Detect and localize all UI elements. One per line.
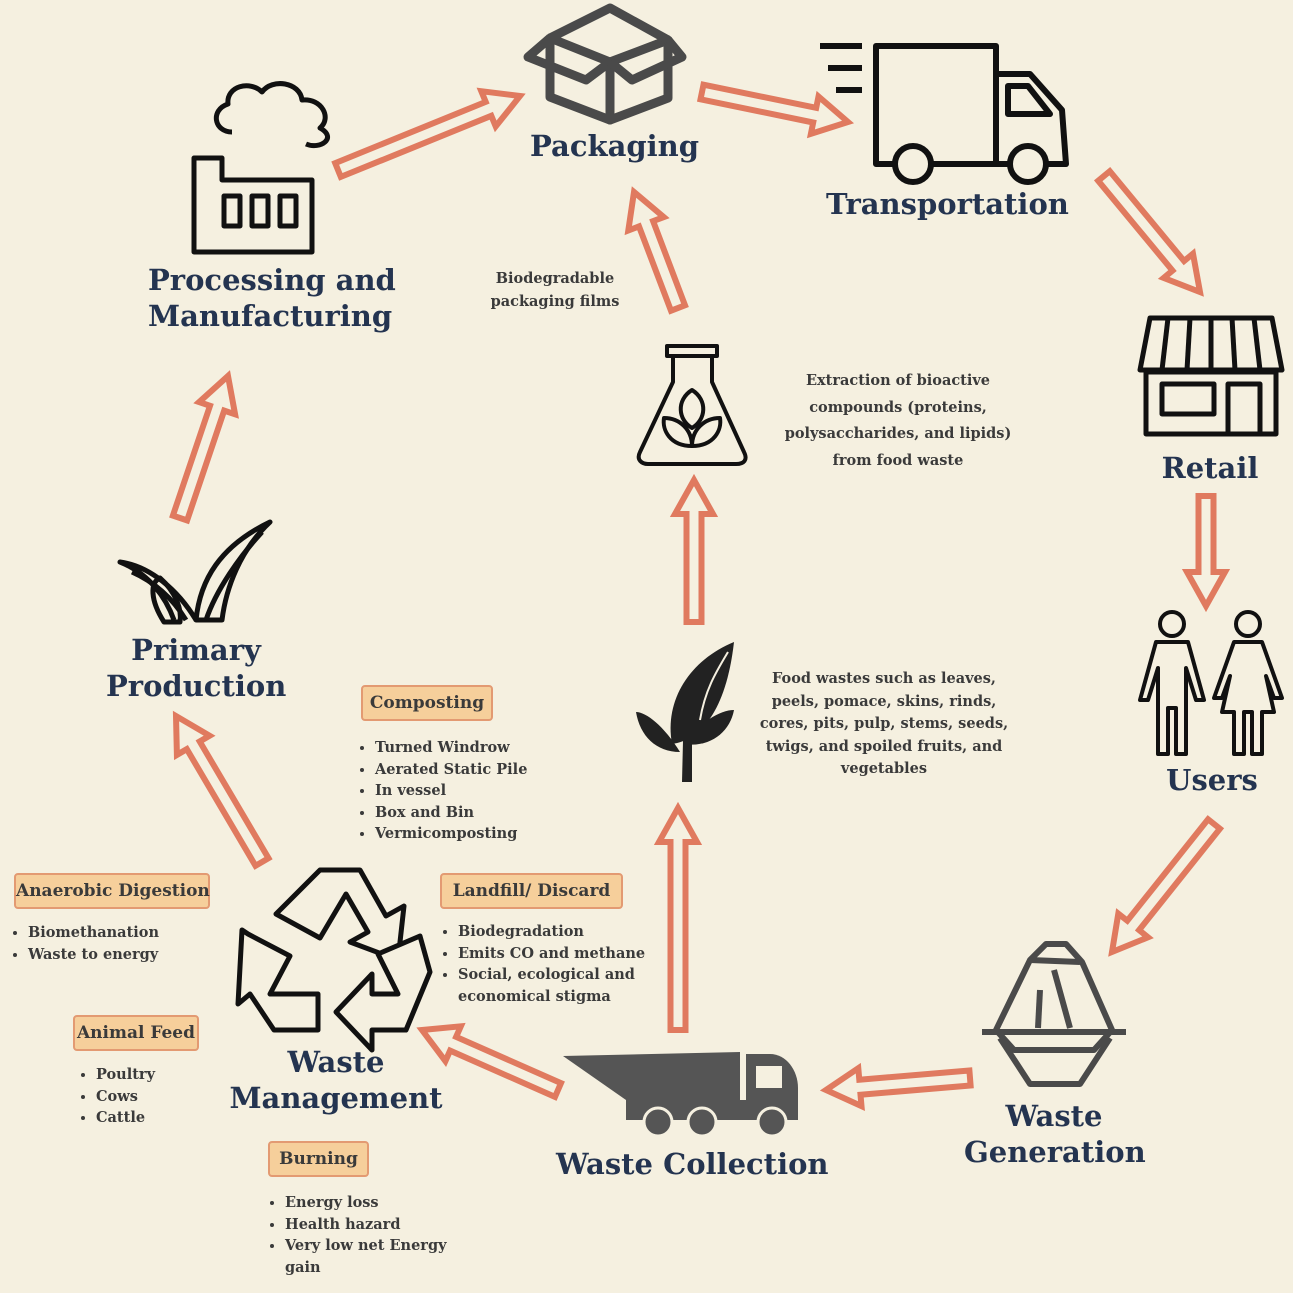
arrow-generation-to-collection (819, 1062, 974, 1111)
note-line: Biodegradable (495, 270, 615, 287)
stage-users: Users (1152, 762, 1272, 798)
leaf-icon (636, 642, 734, 782)
landfill-list: Biodegradation Emits CO and methane Soci… (437, 921, 658, 1007)
stage-label: Transportation (826, 187, 1069, 221)
burning-box: Burning (268, 1141, 369, 1177)
note-line: from food waste (832, 451, 964, 469)
list-item: Social, ecological and economical stigma (458, 964, 658, 1007)
animal-feed-list: Poultry Cows Cattle (75, 1064, 256, 1129)
list-item: Turned Windrow (375, 737, 575, 759)
arrow-packaging-to-transport (696, 81, 855, 139)
factory-icon (191, 81, 330, 255)
stage-retail: Retail (1150, 450, 1270, 486)
arrow-collection-to-management (416, 1022, 565, 1101)
stage-label: Users (1166, 763, 1258, 797)
note-food-wastes: Food wastes such as leaves, peels, pomac… (756, 668, 1012, 781)
stage-label-line: Waste (287, 1045, 385, 1079)
list-item: Vermicomposting (375, 823, 575, 845)
stage-label-line: Manufacturing (148, 299, 393, 334)
arrow-primary-to-processing (169, 370, 239, 525)
arrow-users-to-generation (1108, 815, 1225, 957)
note-extraction: Extraction of bioactive compounds (prote… (770, 368, 1026, 474)
stage-primary-production: Primary Production (106, 632, 286, 705)
arrow-transport-to-retail (1093, 166, 1204, 297)
list-item: Very low net Energy gain (285, 1235, 471, 1278)
store-icon (1137, 315, 1285, 437)
list-item: Emits CO and methane (458, 943, 658, 965)
list-item: Biodegradation (458, 921, 658, 943)
list-item: Health hazard (285, 1214, 471, 1236)
list-item: Aerated Static Pile (375, 759, 575, 781)
stage-transportation: Transportation (826, 186, 1069, 222)
stage-label: Packaging (530, 129, 700, 163)
stage-label-line: Management (229, 1081, 443, 1116)
list-item: Cows (96, 1086, 256, 1108)
list-item: Waste to energy (28, 944, 228, 966)
list-item: Box and Bin (375, 802, 575, 824)
note-biodegradable-films: Biodegradable packaging films (470, 267, 640, 313)
note-line: Food wastes such as leaves, (772, 670, 996, 687)
burning-list: Energy loss Health hazard Very low net E… (264, 1192, 471, 1278)
flow-arrows (169, 81, 1231, 1111)
composting-box: Composting (361, 685, 493, 721)
arrow-retail-to-users (1181, 493, 1231, 613)
arrow-flask-to-packaging (624, 186, 689, 315)
animal-feed-box: Animal Feed (73, 1015, 199, 1051)
stage-waste-collection: Waste Collection (556, 1146, 829, 1182)
note-line: peels, pomace, skins, rinds, (771, 692, 997, 710)
stage-label: Waste Collection (556, 1147, 829, 1181)
stage-processing: Processing and Manufacturing (148, 262, 396, 335)
stage-waste-management: Waste Management (226, 1044, 446, 1117)
stage-waste-generation: Waste Generation (964, 1098, 1146, 1171)
list-item: Biomethanation (28, 922, 228, 944)
box-icon (523, 3, 687, 125)
stage-packaging: Packaging (530, 128, 699, 164)
list-item: Energy loss (285, 1192, 471, 1214)
arrow-collection-to-leaf (653, 801, 703, 1033)
note-line: compounds (proteins, (809, 398, 987, 416)
note-line: polysaccharides, and lipids) (784, 425, 1012, 442)
trash-pile-icon (982, 941, 1126, 1087)
note-line: packaging films (490, 293, 620, 311)
leaf-vein (699, 651, 729, 721)
sprout-icon (117, 519, 273, 625)
stage-label-line: Processing and (148, 263, 396, 297)
composting-list: Turned Windrow Aerated Static Pile In ve… (354, 737, 575, 845)
flask-icon (636, 344, 748, 466)
note-line: Extraction of bioactive (805, 372, 991, 389)
stage-label: Retail (1161, 451, 1259, 485)
anaerobic-digestion-box: Anaerobic Digestion (14, 873, 210, 909)
arrow-leaf-to-flask (669, 473, 719, 625)
recycle-icon (235, 867, 433, 1053)
list-item: Cattle (96, 1107, 256, 1129)
landfill-box: Landfill/ Discard (440, 873, 623, 909)
stage-label-line: Production (106, 669, 287, 704)
truck-icon (820, 43, 1069, 185)
arrow-processing-to-packaging (331, 87, 526, 181)
stage-label-line: Waste (1005, 1099, 1103, 1133)
note-line: twigs, and spoiled fruits, and (765, 737, 1003, 755)
anaerobic-digestion-list: Biomethanation Waste to energy (7, 922, 228, 965)
dump-truck-icon (563, 1052, 798, 1138)
note-line: vegetables (840, 760, 928, 777)
stage-label-line: Primary (131, 633, 261, 667)
note-line: cores, pits, pulp, stems, seeds, (759, 715, 1009, 732)
arrow-management-to-primary (172, 710, 273, 870)
stage-label-line: Generation (964, 1135, 1146, 1170)
users-icon (1138, 610, 1284, 756)
list-item: Poultry (96, 1064, 256, 1086)
list-item: In vessel (375, 780, 575, 802)
